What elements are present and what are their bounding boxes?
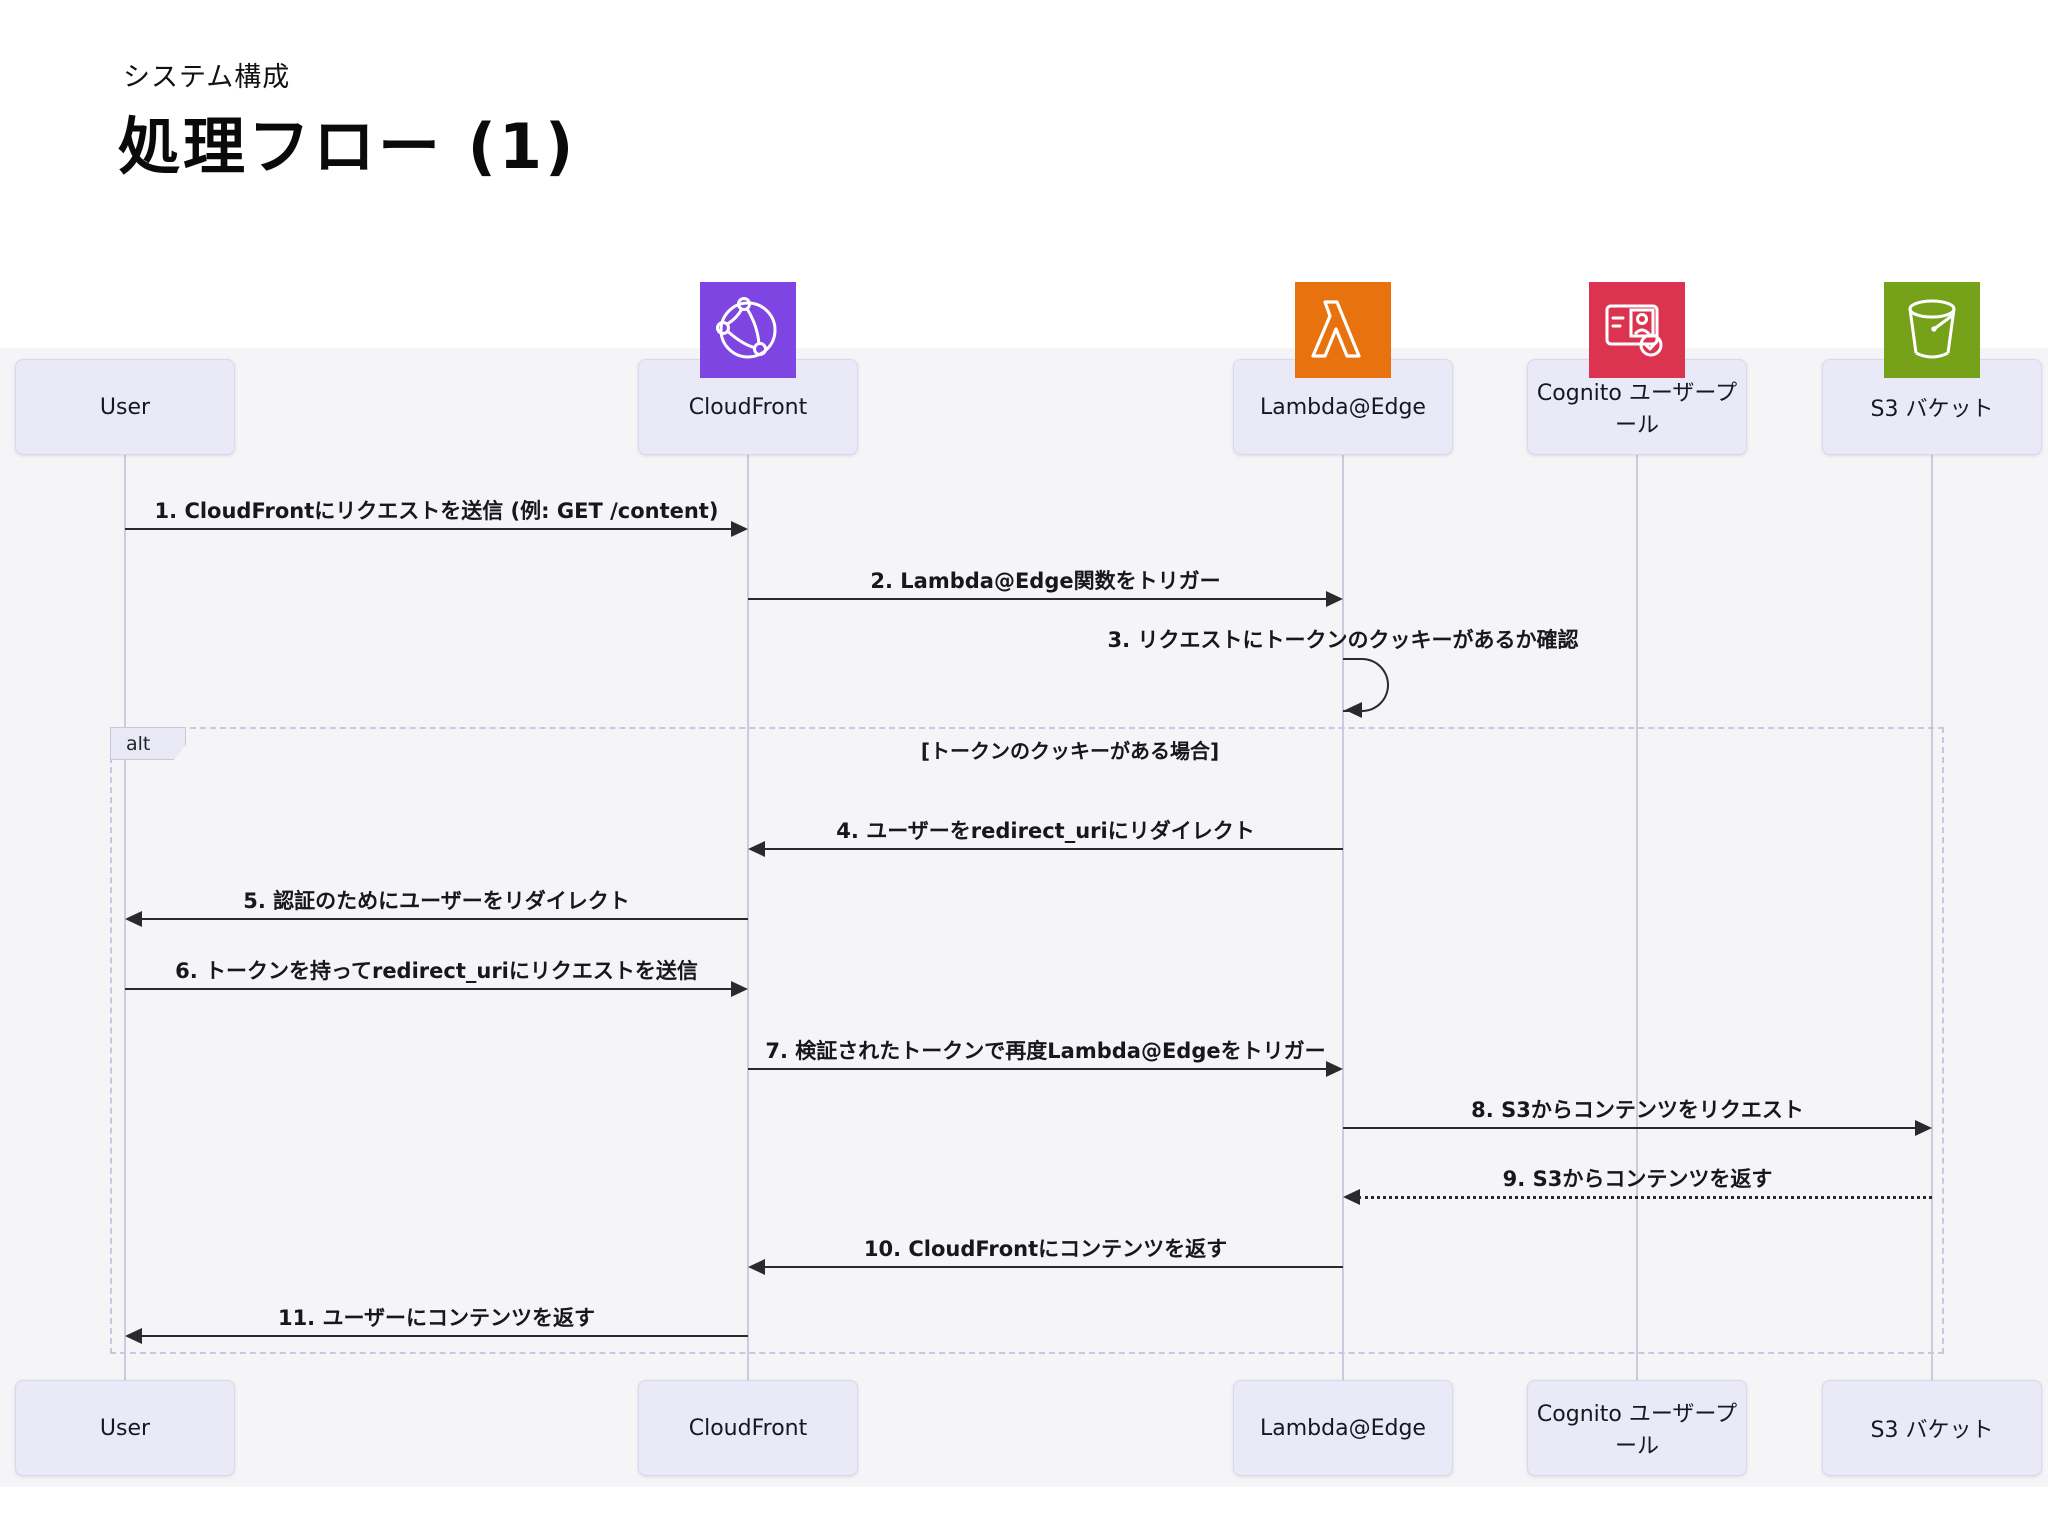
cognito-icon <box>1589 282 1685 378</box>
message-11-line <box>140 1335 748 1337</box>
actor-cognito-bottom: Cognito ユーザープール <box>1527 1380 1747 1476</box>
alt-frame <box>110 727 1944 1354</box>
actor-user-top: User <box>15 359 235 455</box>
sequence-diagram-background <box>0 348 2048 1487</box>
actor-user-bottom: User <box>15 1380 235 1476</box>
actor-lambda-bottom: Lambda@Edge <box>1233 1380 1453 1476</box>
message-1-line <box>125 528 733 530</box>
alt-label: alt <box>110 727 186 760</box>
message-10-arrowhead <box>748 1259 765 1275</box>
message-5-arrowhead <box>125 911 142 927</box>
message-6-line <box>125 988 733 990</box>
message-4-line <box>763 848 1343 850</box>
message-4-label: 4. ユーザーをredirect_uriにリダイレクト <box>836 819 1255 843</box>
message-8-label: 8. S3からコンテンツをリクエスト <box>1471 1098 1804 1122</box>
message-2-line <box>748 598 1328 600</box>
actor-s3-bottom: S3 バケット <box>1822 1380 2042 1476</box>
message-10-line <box>763 1266 1343 1268</box>
message-6-arrowhead <box>731 981 748 997</box>
s3-icon <box>1884 282 1980 378</box>
message-9-arrowhead <box>1343 1189 1360 1205</box>
slide-kicker: システム構成 <box>123 62 291 93</box>
message-7-arrowhead <box>1326 1061 1343 1077</box>
message-8-arrowhead <box>1915 1120 1932 1136</box>
message-3-self-loop <box>1343 658 1389 712</box>
page-title: 処理フロー (1) <box>118 110 577 183</box>
lambda-icon <box>1295 282 1391 378</box>
message-6-label: 6. トークンを持ってredirect_uriにリクエストを送信 <box>175 959 698 983</box>
message-2-label: 2. Lambda@Edge関数をトリガー <box>870 569 1221 593</box>
message-11-label: 11. ユーザーにコンテンツを返す <box>277 1306 596 1330</box>
message-5-line <box>140 918 748 920</box>
message-4-arrowhead <box>748 841 765 857</box>
message-1-arrowhead <box>731 521 748 537</box>
message-8-line <box>1343 1127 1917 1129</box>
message-11-arrowhead <box>125 1328 142 1344</box>
cloudfront-lifeline <box>747 402 749 1430</box>
message-1-label: 1. CloudFrontにリクエストを送信 (例: GET /content) <box>154 499 719 523</box>
alt-condition-label: [トークンのクッキーがある場合] <box>920 739 1220 763</box>
message-7-label: 7. 検証されたトークンで再度Lambda@Edgeをトリガー <box>765 1039 1326 1063</box>
message-9-line <box>1358 1196 1932 1199</box>
lambda-lifeline <box>1342 402 1344 1430</box>
cognito-lifeline <box>1636 402 1638 1430</box>
actor-cognito-top: Cognito ユーザープール <box>1527 359 1747 455</box>
message-3-label: 3. リクエストにトークンのクッキーがあるか確認 <box>1107 628 1579 652</box>
message-2-arrowhead <box>1326 591 1343 607</box>
message-10-label: 10. CloudFrontにコンテンツを返す <box>863 1237 1228 1261</box>
cloudfront-icon <box>700 282 796 378</box>
actor-cloudfront-bottom: CloudFront <box>638 1380 858 1476</box>
message-5-label: 5. 認証のためにユーザーをリダイレクト <box>243 889 630 913</box>
message-3-arrowhead <box>1345 702 1362 718</box>
message-9-label: 9. S3からコンテンツを返す <box>1502 1167 1773 1191</box>
message-7-line <box>748 1068 1328 1070</box>
s3-lifeline <box>1931 402 1933 1430</box>
